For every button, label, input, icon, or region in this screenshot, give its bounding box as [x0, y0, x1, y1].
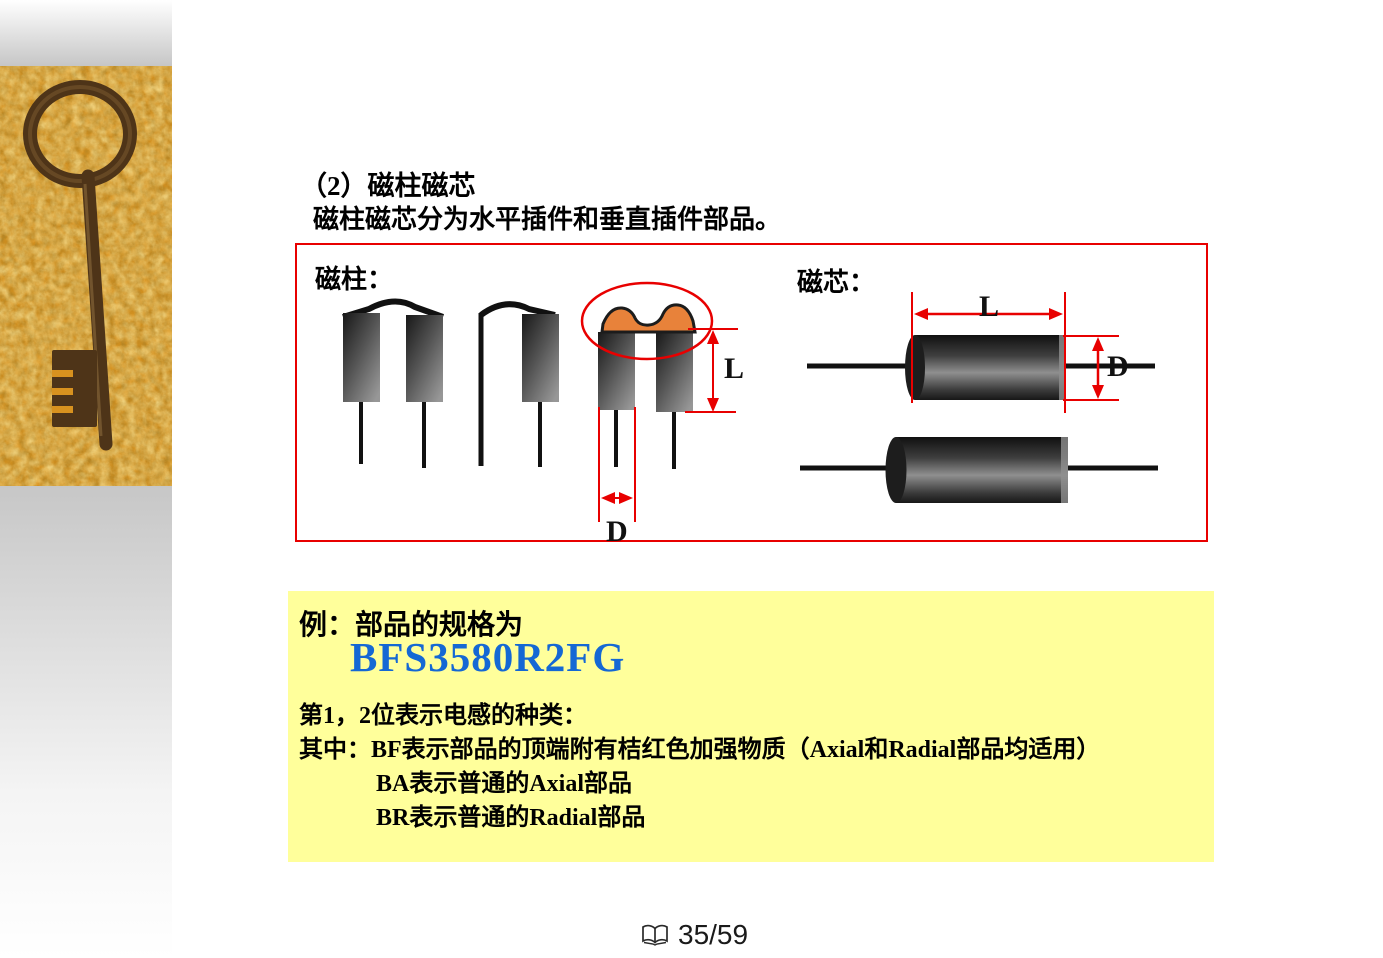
diagram-panel: 磁柱： 磁芯：: [295, 243, 1208, 548]
diagram-drawing: L D: [342, 281, 1158, 548]
core-diameter-label: D: [1107, 350, 1129, 383]
key-photo: [0, 66, 172, 486]
core-section-label: 磁芯：: [797, 268, 876, 297]
example-description: 第1，2位表示电感的种类： 其中：BF表示部品的顶端附有桔红色加强物质（Axia…: [299, 699, 1100, 835]
page-indicator: 35/59: [678, 919, 749, 950]
core-dimensions: [911, 292, 1119, 413]
pillar-pair-2: [478, 301, 559, 467]
pillar-pair-1: [342, 298, 445, 468]
pillar-dimensions: [598, 328, 738, 522]
orange-reinforcement-highlight: [600, 303, 697, 334]
sidebar-decoration: [0, 0, 172, 958]
description-line: BA表示普通的Axial部品: [376, 771, 633, 797]
open-book-icon: [642, 924, 668, 946]
red-callout-circle: [580, 281, 714, 361]
heading-line2: 磁柱磁芯分为水平插件和垂直插件部品。: [313, 205, 782, 234]
core-bottom: [800, 437, 1158, 503]
pillar-section-label: 磁柱：: [315, 265, 394, 294]
description-line: BR表示普通的Radial部品: [376, 805, 646, 831]
key-icon: [23, 80, 137, 451]
description-line: 第1，2位表示电感的种类：: [299, 703, 587, 729]
core-top: [807, 335, 1155, 400]
part-number: BFS3580R2FG: [350, 634, 626, 680]
pillar-length-label: L: [724, 352, 744, 385]
footer: 35/59: [641, 919, 748, 951]
description-line: 其中：BF表示部品的顶端附有桔红色加强物质（Axial和Radial部品均适用）: [299, 737, 1101, 763]
example-box: 例：部品的规格为 BFS3580R2FG 第1，2位表示电感的种类： 其中：BF…: [288, 591, 1214, 862]
core-length-label: L: [979, 290, 999, 323]
example-intro: 例：部品的规格为: [299, 610, 524, 641]
pillar-pair-3: [580, 281, 714, 469]
pillar-diameter-label: D: [606, 515, 628, 548]
heading-line1: （2）磁柱磁芯: [300, 171, 476, 201]
sidebar-bottom-gradient: [0, 486, 172, 958]
sidebar-top-gradient: [0, 0, 172, 66]
